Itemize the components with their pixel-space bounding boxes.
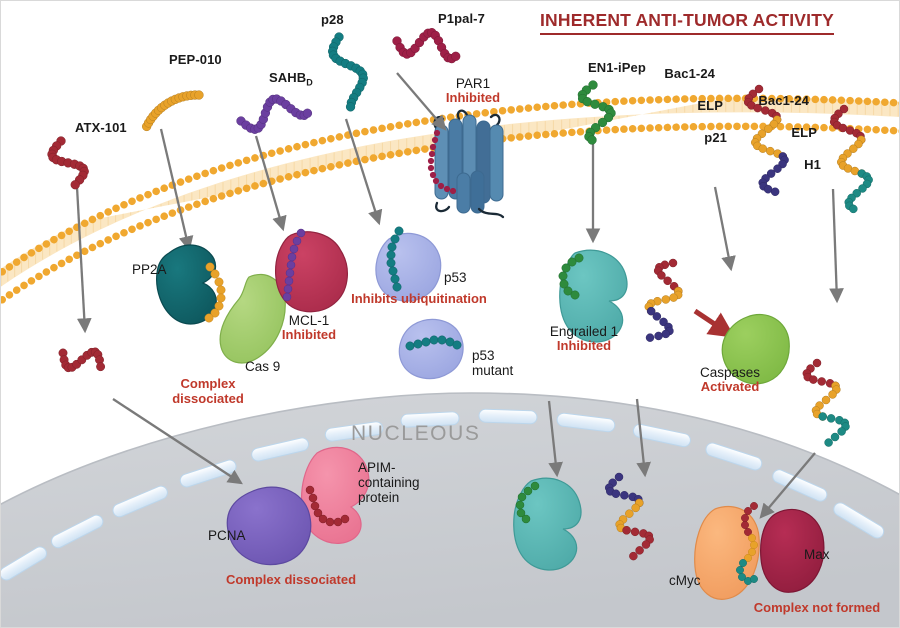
nuclear-pores (1, 408, 885, 581)
figure-title: INHERENT ANTI-TUMOR ACTIVITY (540, 10, 835, 35)
pcna-blob (226, 486, 312, 566)
en1-ipep-chain (577, 80, 616, 145)
pep-010-chain (142, 90, 204, 132)
pcna-apim-complex (226, 446, 370, 566)
peptide-label-p1pal-7: P1pal-7 (438, 11, 485, 26)
sahbd-bound-peptide (282, 228, 306, 302)
peptide-label-p28: p28 (321, 12, 344, 27)
construct-label-bac-elp-h1-elp: ELP (791, 125, 817, 140)
protein-label-cmyc: cMyc (669, 573, 701, 588)
pp2a-cas9-complex (156, 244, 286, 364)
max-blob (760, 508, 825, 593)
arrow-en1-nuc (547, 400, 563, 478)
engrailed1-nuclear-blob (513, 477, 582, 571)
protein-label-cas9: Cas 9 (245, 359, 281, 374)
arrow-bac-h1 (829, 188, 844, 304)
p28-bound-peptide (386, 226, 404, 292)
atx-101-chain (47, 136, 89, 190)
p53-complex (375, 226, 442, 302)
arrow-sahbd (254, 135, 287, 232)
bac-nuclear-1 (622, 526, 654, 561)
atx-101-internalised (58, 347, 106, 373)
arrow-p21-nuc (635, 398, 651, 478)
effect-label-complex-dissociated-nuc: Complex dissociated (225, 572, 357, 587)
caspases-blob (721, 313, 790, 385)
peptide-label-atx-101: ATX-101 (75, 120, 127, 135)
effect-label-engrailed-inhibited: Inhibited (556, 338, 612, 353)
elp-internalised-2 (811, 381, 841, 421)
peptide-label-sahbd: SAHBD (269, 70, 313, 88)
caspase-activation-arrow (693, 308, 736, 338)
h1-internalised (818, 412, 850, 447)
en1ipep-bound-peptide (558, 253, 584, 300)
bac1-24-segment-2 (829, 104, 866, 145)
arrow-atx-nuc (112, 398, 243, 485)
peptide-label-subscript: D (306, 77, 313, 88)
p1pal-7-chain (392, 28, 461, 64)
cas9-blob (219, 273, 286, 364)
p28-bound-peptide-mutant (405, 335, 462, 351)
construct-label-bac-elp-p21-bac1-24: Bac1-24 (664, 66, 715, 81)
pp2a-blob (156, 244, 217, 325)
arrow-pep010 (159, 128, 194, 252)
p21-segment (758, 152, 789, 197)
par1-label: PAR1 (455, 76, 491, 91)
effect-label-caspases-activated: Activated (700, 379, 760, 394)
arrow-atx101 (75, 186, 92, 334)
nucleus-label: NUCLEOUS (351, 422, 481, 445)
p53-mutant-complex (398, 318, 464, 380)
arrow-p1pal7 (396, 72, 447, 131)
engrailed1-complex (558, 249, 628, 343)
protein-label-apim: APIM- containing protein (358, 460, 420, 506)
arrow-bac-p21 (713, 186, 736, 272)
arrow-p28 (344, 118, 383, 226)
atx101-bound-peptide (305, 485, 350, 527)
free-peptides (47, 28, 873, 561)
effect-label-mcl1-inhibited: Inhibited (281, 327, 337, 342)
construct-label-bac-elp-h1-h1: H1 (804, 157, 821, 172)
h1-segment (844, 169, 873, 214)
protein-label-max: Max (804, 547, 830, 562)
construct-label-bac-elp-p21-p21: p21 (704, 130, 727, 145)
sahbd-chain (236, 94, 313, 134)
protein-label-engrailed: Engrailed 1 (549, 324, 619, 339)
protein-label-p53: p53 (444, 270, 467, 285)
pep010-bound-peptide (204, 262, 226, 323)
nucleus (1, 392, 899, 627)
mcl1-complex (275, 228, 348, 313)
p21-internalised (645, 306, 674, 342)
protein-label-pcna: PCNA (208, 528, 246, 543)
p28-chain (327, 32, 368, 112)
arrow-h1-nuc (759, 452, 816, 519)
peptide-label-en1-ipep: EN1-iPep (588, 60, 646, 75)
protein-label-pp2a: PP2A (132, 262, 167, 277)
peptide-label-pep-010: PEP-010 (169, 52, 222, 67)
effect-label-inhibits-ubiquitination: Inhibits ubiquitination (351, 291, 487, 306)
par1-effect: Inhibited (445, 90, 501, 105)
bac-elp-h1-bound (736, 502, 758, 585)
protein-label-p53mut: p53 mutant (472, 348, 514, 379)
p1pal7-bound-peptide (427, 129, 457, 195)
effect-label-complex-dissociated-cyto: Complex dissociated (172, 376, 244, 406)
cmyc-max-complex (694, 502, 825, 600)
par1-receptor (427, 109, 505, 219)
transport-arrows (75, 72, 844, 519)
construct-label-bac-elp-h1-bac1-24: Bac1-24 (758, 93, 809, 108)
protein-label-mcl1: MCL-1 (288, 313, 330, 328)
protein-label-caspases: Caspases (699, 365, 761, 380)
construct-label-bac-elp-p21-elp: ELP (697, 98, 723, 113)
effect-label-complex-not-formed: Complex not formed (753, 600, 881, 615)
bac1-24-segment-1 (743, 84, 782, 125)
